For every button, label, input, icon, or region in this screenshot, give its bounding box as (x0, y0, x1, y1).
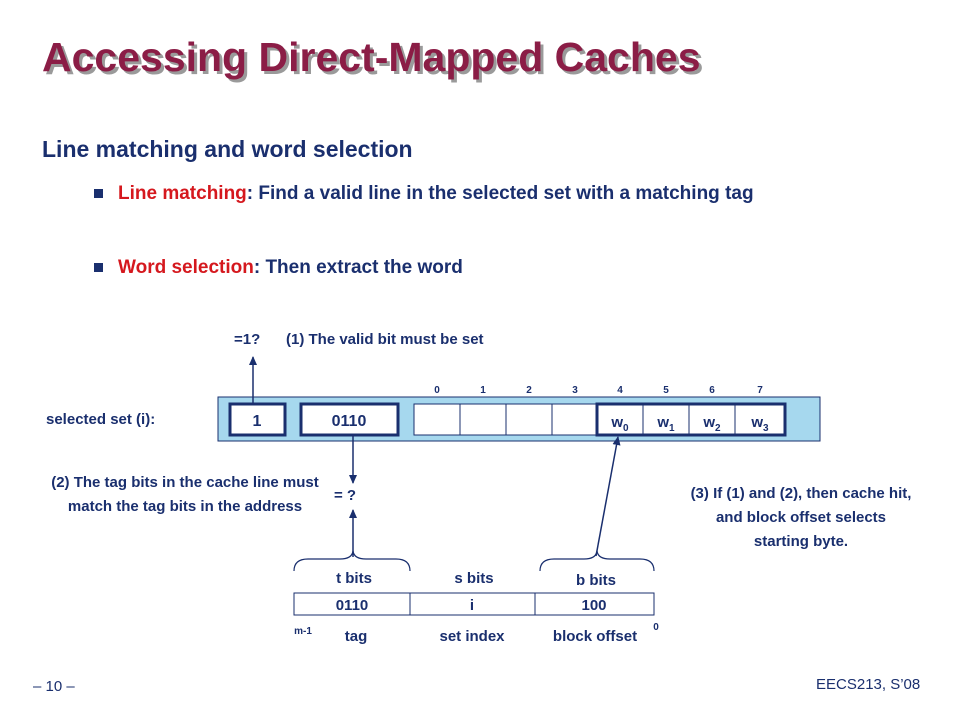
tag-value: 0110 (332, 413, 367, 430)
cache-hit-note: (3) If (1) and (2), then cache hit, and … (690, 485, 912, 550)
slide-subtitle: Line matching and word selection (42, 136, 413, 162)
s-bits-label: s bits (454, 570, 493, 587)
offset-field-brace (539, 550, 655, 572)
valid-check-label: =1? (234, 331, 261, 348)
bullet-text: : Then extract the word (253, 257, 463, 278)
bullet-text: : Find a valid line in the selected set … (246, 183, 754, 204)
byte-index-0: 0 (434, 385, 440, 396)
tag-match-note: (2) The tag bits in the cache line must … (51, 474, 319, 515)
slide-title: Accessing Direct-Mapped Caches (42, 34, 701, 80)
word-block-outline (595, 402, 787, 437)
byte-index-3: 3 (572, 385, 578, 396)
bullet-square-icon (94, 263, 103, 272)
selected-set-label: selected set (i): (46, 411, 156, 428)
word-label-0: w0 (610, 414, 629, 434)
valid-note: (1) The valid bit must be set (286, 331, 484, 348)
data-byte-2 (505, 403, 553, 436)
set-index-field-name: set index (439, 628, 505, 645)
address-box (293, 592, 655, 616)
t-bits-label: t bits (336, 570, 372, 587)
byte-index-4: 4 (617, 385, 623, 396)
data-byte-3 (551, 403, 598, 436)
block-offset-arrow (595, 436, 621, 557)
word-label-2: w2 (702, 414, 721, 434)
tag-field-brace (293, 550, 411, 572)
word-label-1: w1 (656, 414, 675, 434)
address-tag-value: 0110 (336, 597, 369, 614)
valid-bit-cell (228, 402, 287, 437)
course-label: EECS213, S’08 (816, 676, 921, 693)
bullet-line-matching: Line matching: Find a valid line in the … (94, 181, 858, 207)
bullet-term: Word selection (118, 257, 254, 278)
byte-index-6: 6 (709, 385, 715, 396)
word-label-3: w3 (750, 414, 769, 434)
tag-field-name: tag (345, 628, 368, 645)
bullet-word-selection: Word selection: Then extract the word (94, 255, 858, 281)
bullet-term: Line matching (118, 183, 247, 204)
data-byte-1 (459, 403, 507, 436)
tag-check-label: = ? (334, 487, 357, 504)
valid-bit-value: 1 (253, 413, 262, 430)
bullet-square-icon (94, 189, 103, 198)
lsb-label: 0 (653, 622, 659, 633)
msb-label: m-1 (294, 626, 312, 637)
block-offset-field-name: block offset (553, 628, 637, 645)
byte-index-2: 2 (526, 385, 532, 396)
word-cell-3 (734, 403, 786, 436)
byte-index-5: 5 (663, 385, 669, 396)
byte-index-7: 7 (757, 385, 763, 396)
byte-index-1: 1 (480, 385, 486, 396)
address-offset-value: 100 (581, 597, 606, 614)
data-byte-0 (413, 403, 461, 436)
tag-cell (299, 402, 400, 437)
address-set-index-value: i (470, 597, 474, 614)
page-number: – 10 – (33, 678, 75, 695)
b-bits-label: b bits (576, 572, 616, 589)
